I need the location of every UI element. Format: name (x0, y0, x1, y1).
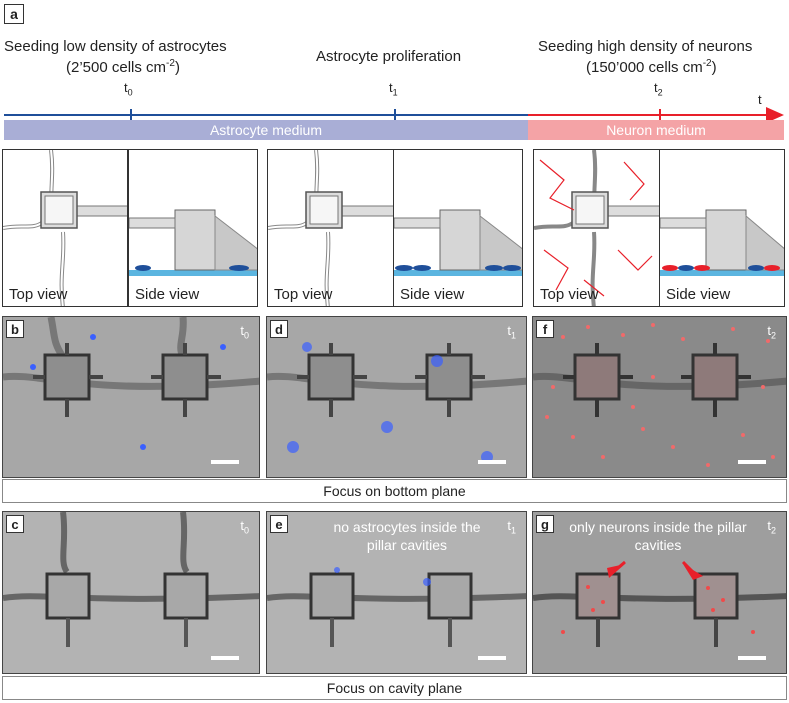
micrograph-d: d t1 (266, 316, 527, 478)
pillar-image (3, 317, 259, 477)
schematic-side-view-t2: Side view (659, 149, 785, 307)
panel-label: b (6, 320, 24, 338)
panel-a-label: a (4, 4, 24, 24)
t0-label: t0 (124, 80, 133, 98)
pillar-image (267, 512, 526, 673)
panel-label: f (536, 320, 554, 338)
micrograph-g: only neurons inside the pillar cavities … (532, 511, 787, 674)
scale-bar (211, 460, 239, 464)
panel-label: g (536, 515, 554, 533)
caption-cavity-plane: Focus on cavity plane (2, 676, 787, 700)
time-label: t0 (240, 518, 249, 536)
schematic-top-view-t2: Top view (533, 149, 660, 307)
view-label: Side view (666, 286, 731, 303)
time-label: t1 (507, 323, 516, 341)
t2-label: t2 (654, 80, 663, 98)
timeline-neuron-segment (528, 114, 772, 116)
astrocyte-medium-bar: Astrocyte medium (4, 120, 528, 140)
t0-tick (130, 109, 132, 121)
view-label: Side view (135, 286, 200, 303)
step1-title: Seeding low density of astrocytes (4, 38, 227, 55)
time-label: t1 (507, 518, 516, 536)
schematic-side-view-t1: Side view (393, 149, 523, 307)
micrograph-b: b t0 (2, 316, 260, 478)
scale-bar (478, 460, 506, 464)
view-label: Top view (540, 286, 599, 303)
top-view-diagram (268, 150, 393, 306)
view-label: Top view (274, 286, 333, 303)
t2-tick (659, 109, 661, 121)
t1-tick (394, 109, 396, 121)
timeline-arrow-icon (766, 107, 784, 123)
view-label: Side view (400, 286, 465, 303)
pillar-image (267, 317, 526, 477)
t-axis-label: t (758, 92, 762, 107)
step3-title: Seeding high density of neurons (538, 38, 753, 55)
caption-bottom-plane: Focus on bottom plane (2, 479, 787, 503)
neuron-medium-bar: Neuron medium (528, 120, 784, 140)
t1-label: t1 (389, 80, 398, 98)
side-view-diagram (394, 209, 522, 276)
schematic-top-view-t1: Top view (267, 149, 394, 307)
side-view-diagram (129, 209, 257, 276)
step1-density: (2’500 cells cm-2) (66, 58, 180, 76)
time-label: t2 (767, 323, 776, 341)
top-view-diagram (534, 150, 659, 306)
annotation-no-astrocytes: no astrocytes inside the pillar cavities (333, 519, 481, 553)
schematic-side-view-t0: Side view (128, 149, 258, 307)
time-label: t2 (767, 518, 776, 536)
panel-label: e (270, 515, 288, 533)
side-view-diagram (660, 209, 784, 276)
pillar-image (3, 512, 259, 673)
timeline-astro-segment (4, 114, 528, 116)
time-label: t0 (240, 323, 249, 341)
scale-bar (738, 460, 766, 464)
scale-bar (211, 656, 239, 660)
micrograph-f: f t2 (532, 316, 787, 478)
step3-density: (150’000 cells cm-2) (586, 58, 717, 76)
panel-label: c (6, 515, 24, 533)
top-view-diagram (3, 150, 127, 306)
schematic-top-view-t0: Top view (2, 149, 128, 307)
micrograph-c: c t0 (2, 511, 260, 674)
pillar-image (533, 317, 786, 477)
panel-label: d (270, 320, 288, 338)
view-label: Top view (9, 286, 68, 303)
scale-bar (478, 656, 506, 660)
pillar-image (533, 512, 786, 673)
scale-bar (738, 656, 766, 660)
micrograph-e: no astrocytes inside the pillar cavities… (266, 511, 527, 674)
step2-title: Astrocyte proliferation (316, 48, 462, 65)
annotation-only-neurons: only neurons inside the pillar cavities (569, 519, 747, 553)
